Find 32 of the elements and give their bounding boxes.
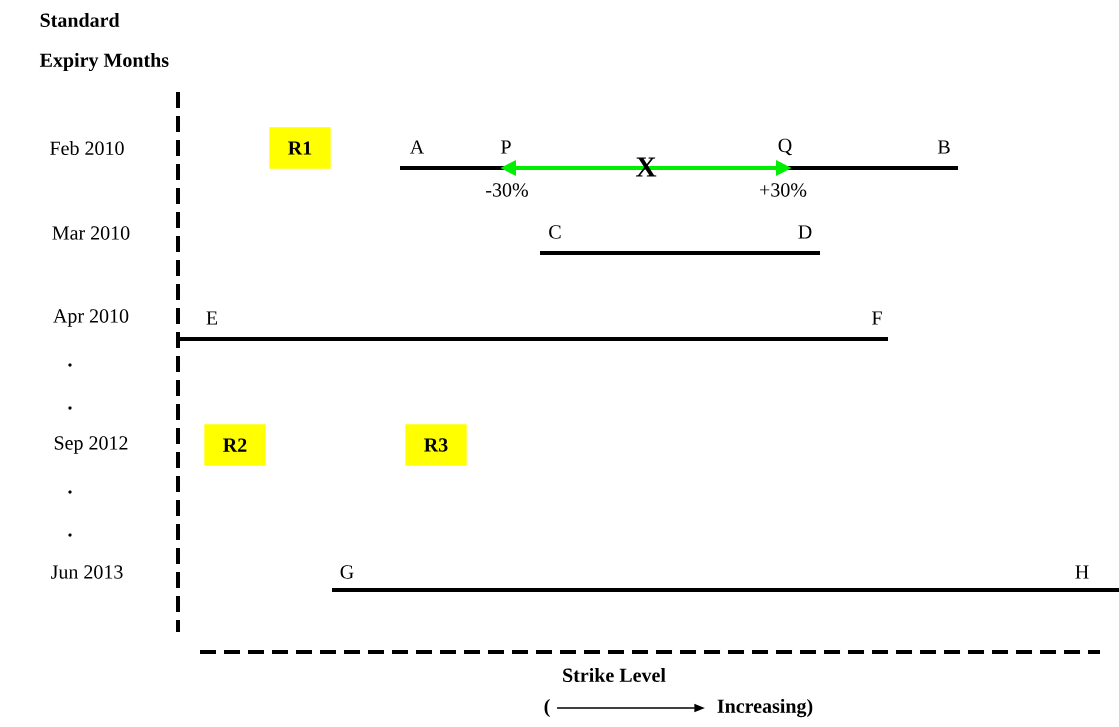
text-label: +30%: [760, 183, 807, 197]
text-label: Mar 2010: [52, 226, 130, 240]
point-label: P: [501, 140, 511, 154]
point-label: A: [409, 140, 425, 154]
text-label: -30%: [486, 183, 528, 197]
text-label: Increasing): [717, 698, 813, 718]
line: [332, 588, 1119, 592]
text-label: .: [68, 533, 72, 537]
highlight-box: R1: [269, 127, 331, 169]
text-label: .: [68, 406, 72, 410]
line: [540, 251, 820, 255]
point-label: H: [1075, 565, 1089, 579]
text-label: .: [68, 490, 72, 494]
highlight-box: R2: [204, 424, 266, 466]
text-label: Standard: [40, 12, 120, 28]
highlight-box: R3: [405, 424, 467, 466]
point-label: E: [206, 311, 218, 325]
point-label: B: [937, 140, 950, 154]
line: [180, 337, 888, 341]
text-label: Jun 2013: [51, 565, 123, 579]
point-label: F: [872, 311, 882, 325]
text-label: Apr 2010: [53, 309, 129, 327]
text-label: Expiry Months: [39, 52, 169, 72]
point-label: Q: [778, 138, 792, 156]
point-label: D: [798, 225, 812, 239]
text-label: Sep 2012: [54, 436, 128, 454]
text-label: Strike Level: [563, 668, 666, 683]
point-label: G: [340, 565, 354, 579]
text-label: (: [544, 698, 550, 718]
text-label: .: [68, 363, 72, 367]
point-label: C: [549, 225, 561, 239]
text-label: Feb 2010: [50, 140, 124, 156]
